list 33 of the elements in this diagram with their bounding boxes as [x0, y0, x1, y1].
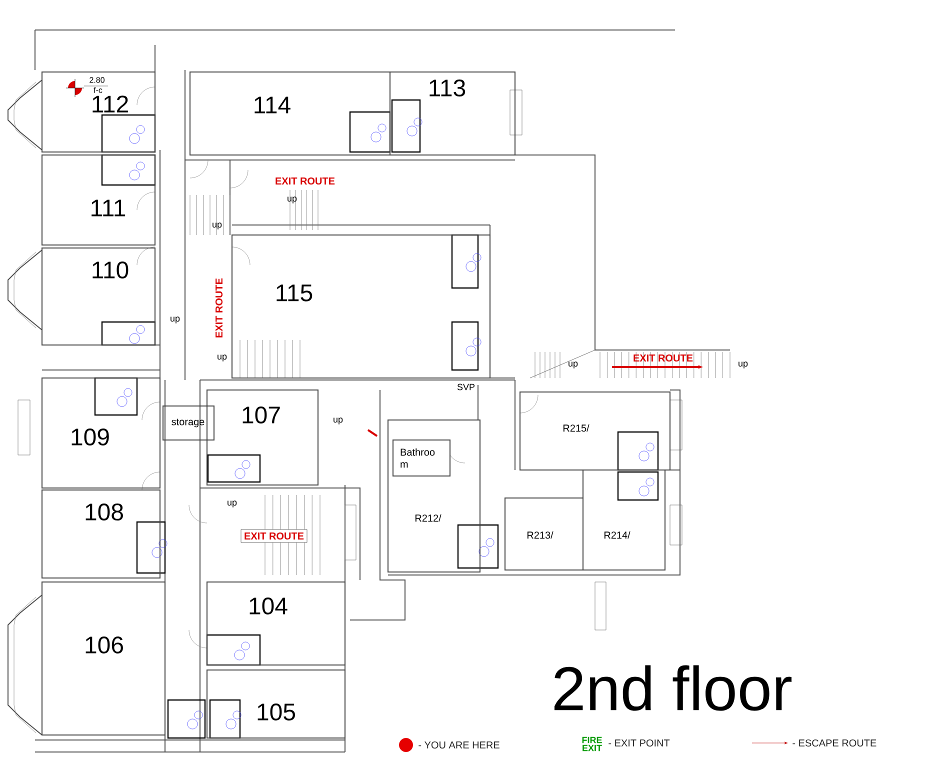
label-text: up — [228, 500, 237, 508]
label-text: up — [288, 196, 297, 204]
exit-route-sign: EXIT ROUTE — [240, 529, 308, 543]
label-text: up — [212, 222, 222, 230]
room: 107 — [206, 390, 318, 486]
exit-route-label: EXIT ROUTE — [634, 354, 693, 362]
room: 109 — [42, 378, 160, 488]
room: 104 — [206, 582, 346, 666]
room: 106 — [42, 582, 166, 736]
legend-text: - EXIT POINT — [608, 739, 670, 747]
room: 110 — [42, 248, 156, 346]
room: Bathroo m — [392, 440, 450, 476]
room: 111 — [42, 154, 156, 246]
title: 2nd floor — [554, 665, 792, 711]
exit-route-label: EXIT ROUTE — [215, 278, 223, 338]
room: R213/ — [504, 498, 584, 570]
exit-route-label: EXIT ROUTE — [276, 177, 335, 185]
label-text: up — [170, 316, 180, 324]
label-text: 2.80 — [90, 77, 104, 83]
label-text: up — [738, 362, 748, 368]
room: 114 — [190, 72, 390, 156]
room: 113 — [390, 72, 516, 156]
label-text: up — [568, 362, 578, 368]
room: 115 — [232, 234, 490, 378]
fire-exit-sign: FIRE EXIT — [582, 736, 602, 752]
room: 105 — [206, 670, 346, 738]
room: R215/ — [520, 392, 670, 470]
room: R214/ — [582, 470, 666, 570]
legend-text: - ESCAPE ROUTE — [792, 739, 876, 747]
room: 108 — [42, 490, 160, 578]
label-text: f-c — [94, 87, 102, 93]
legend-text: - YOU ARE HERE — [418, 741, 500, 749]
label-text: up — [334, 418, 343, 424]
